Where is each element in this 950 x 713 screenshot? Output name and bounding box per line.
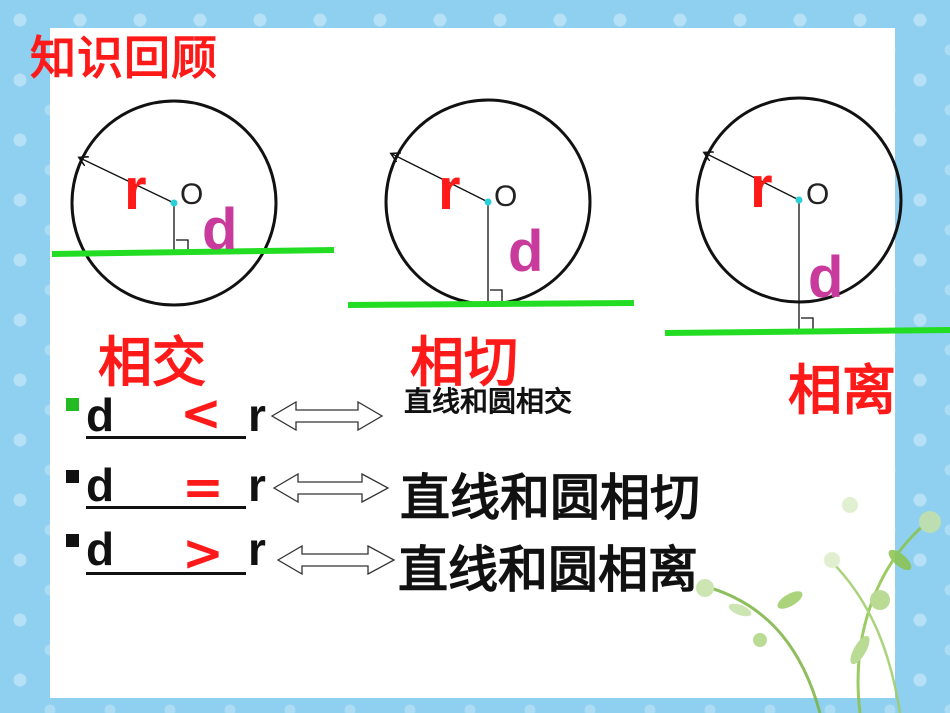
bullet-icon xyxy=(66,470,79,483)
comparison-symbol: < xyxy=(180,384,222,442)
straight-line xyxy=(347,300,635,308)
diagram-separate xyxy=(664,96,950,336)
row-result: 直线和圆相离 xyxy=(398,541,698,599)
relation-label-tangent: 相切 xyxy=(410,331,518,394)
row-left-var: d xyxy=(86,459,115,511)
bullet-icon xyxy=(66,534,79,547)
comparison-symbol: > xyxy=(182,524,224,582)
double-arrow-1 xyxy=(270,400,384,432)
distance-label: d xyxy=(508,219,544,284)
row-result: 直线和圆相切 xyxy=(400,469,700,527)
radius-arrow xyxy=(80,158,175,204)
diagram-tangent xyxy=(347,98,635,308)
radius-label: r xyxy=(438,157,461,222)
straight-line xyxy=(51,247,335,257)
blank-underline xyxy=(86,436,246,439)
floral-decoration-icon xyxy=(696,497,941,713)
right-angle-mark xyxy=(176,239,189,252)
blank-underline xyxy=(86,572,246,575)
relation-label-separate: 相离 xyxy=(788,359,896,422)
center-label: O xyxy=(806,178,830,211)
radius-label: r xyxy=(750,155,773,220)
center-label: O xyxy=(180,178,204,211)
center-label: O xyxy=(494,180,518,213)
double-arrow-2 xyxy=(272,472,390,504)
right-angle-mark xyxy=(801,317,814,330)
right-angle-mark xyxy=(490,289,503,302)
radius-arrow xyxy=(705,153,800,201)
straight-line xyxy=(664,327,950,336)
diagram-intersect xyxy=(51,99,335,307)
row-right-var: r xyxy=(248,459,266,511)
circle xyxy=(70,99,278,307)
row-result: 直线和圆相交 xyxy=(404,385,573,418)
center-point xyxy=(484,198,492,206)
distance-label: d xyxy=(202,197,238,262)
radius-arrow xyxy=(392,154,489,203)
comparison-symbol: = xyxy=(182,458,224,516)
blank-underline xyxy=(86,506,246,509)
distance-label: d xyxy=(808,245,844,310)
bullet-icon xyxy=(66,398,79,411)
radius-label: r xyxy=(124,157,147,222)
center-point xyxy=(795,196,803,204)
relation-label-intersect: 相交 xyxy=(98,331,206,394)
double-arrow-3 xyxy=(276,544,396,576)
slide-panel xyxy=(50,28,895,698)
row-left-var: d xyxy=(86,389,115,441)
slide-title: 知识回顾 xyxy=(30,32,218,84)
row-right-var: r xyxy=(248,389,266,441)
center-point xyxy=(170,199,178,207)
row-right-var: r xyxy=(248,523,266,575)
row-left-var: d xyxy=(86,523,115,575)
